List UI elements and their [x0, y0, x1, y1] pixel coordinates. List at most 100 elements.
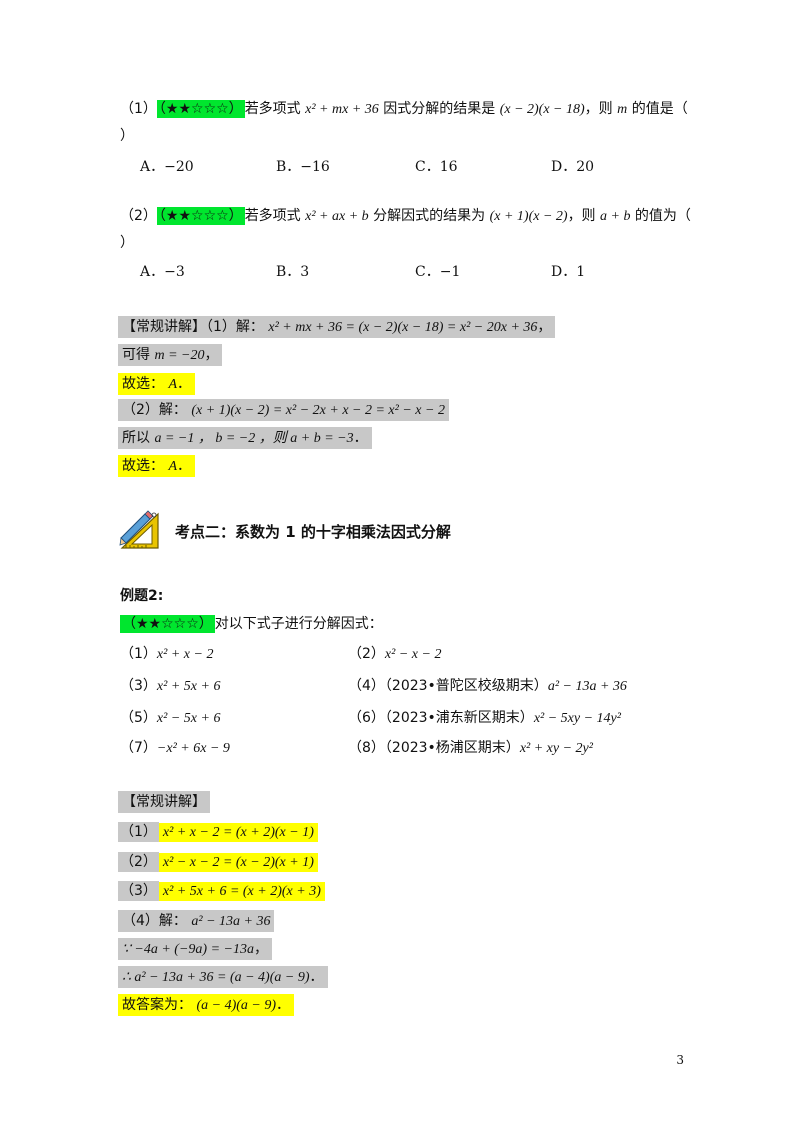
solution-label: 【常规讲解】 [122, 794, 206, 810]
item-source: （2023•杨浦区期末） [384, 740, 520, 756]
item-number: （2） [118, 852, 159, 872]
solution-line-5: 所以 a = −1 ， b = −2 ，则 a + b = −3． [118, 427, 372, 449]
answer-line-1: （1）x² + x − 2 = (x + 2)(x − 1) [118, 821, 318, 843]
answer-line-2: （2）x² − x − 2 = (x − 2)(x + 1) [118, 851, 318, 873]
punct: ． [177, 458, 192, 474]
stem-text: 若多项式 [244, 101, 301, 117]
stem-text: 因式分解的结果是 [383, 101, 496, 117]
answer-line-4: （4）解： a² − 13a + 36 [118, 910, 275, 932]
item-number: （5） [120, 710, 157, 726]
exercise-item-2: （2）x² − x − 2 [348, 643, 441, 663]
solution-label: （4）解： [122, 913, 187, 929]
question-2-close: ） [120, 235, 134, 251]
solution-label: 【常规讲解】（1）解： [122, 319, 264, 335]
item-number: （4） [348, 678, 385, 694]
exercise-item-6: （6）（2023•浦东新区期末）x² − 5xy − 14y² [348, 707, 621, 727]
answer-line-5: ∵ −4a + (−9a) = −13a， [118, 938, 272, 960]
expression: (x + 1)(x − 2) [489, 209, 568, 224]
option-d: D．1 [551, 264, 586, 280]
expression: ∴ a² − 13a + 36 = (a − 4)(a − 9) [122, 970, 310, 985]
item-source: （2023•普陀区校级期末） [384, 678, 548, 694]
stem-text: ，则 [567, 208, 596, 224]
page-number: 3 [676, 1053, 684, 1067]
exercise-item-3: （3）x² + 5x + 6 [120, 675, 220, 695]
expression: x² + x − 2 [156, 647, 214, 662]
answer-value: A [168, 459, 178, 474]
solution-line-2: 可得 m = −20， [118, 344, 223, 366]
answer-value: (a − 4)(a − 9) [196, 998, 276, 1013]
stem-text: 的值为（ [634, 208, 691, 224]
expression: (x + 1)(x − 2) = x² − 2x + x − 2 = x² − … [191, 403, 445, 418]
solution-text: 所以 [122, 430, 150, 446]
punct: ， [253, 941, 268, 957]
example-instruction: （★★☆☆☆）对以下式子进行分解因式： [120, 613, 383, 633]
solution-line-4: （2）解： (x + 1)(x − 2) = x² − 2x + x − 2 =… [118, 399, 449, 421]
solution-line-6: 故选： A． [118, 455, 196, 477]
exercise-item-4: （4）（2023•普陀区校级期末）a² − 13a + 36 [348, 675, 627, 695]
expression: x² + mx + 36 = (x − 2)(x − 18) = x² − 20… [268, 320, 538, 335]
expression: x² + ax + b [305, 209, 369, 224]
stem-text: ，则 [584, 101, 613, 117]
variable: m [617, 102, 628, 117]
variable: a + b [600, 209, 631, 224]
section-title: 考点二：系数为 1 的十字相乘法因式分解 [175, 523, 451, 541]
item-number: （3） [118, 881, 159, 901]
exercise-item-1: （1）x² + x − 2 [120, 643, 213, 663]
example-title: 例题2: [120, 588, 164, 604]
expression: x² − 5xy − 14y² [533, 711, 621, 726]
punct: ． [177, 376, 192, 392]
answer-label: 故选： [122, 376, 164, 392]
expression: a² − 13a + 36 [191, 914, 271, 929]
option-a: A．−20 [140, 159, 194, 175]
answer-label: 故答案为： [122, 997, 192, 1013]
expression: x² − x − 2 [384, 647, 442, 662]
question-1-close: ） [120, 128, 134, 144]
difficulty-stars: （★★☆☆☆） [120, 615, 215, 633]
answer-line-6: ∴ a² − 13a + 36 = (a − 4)(a − 9)． [118, 966, 328, 988]
exercise-item-7: （7）−x² + 6x − 9 [120, 737, 230, 757]
expression: x² + mx + 36 [305, 102, 379, 117]
item-number: （3） [120, 678, 157, 694]
option-c: C．16 [415, 159, 458, 175]
answer-line-7: 故答案为： (a − 4)(a − 9)． [118, 994, 294, 1016]
item-number: （1） [120, 646, 157, 662]
ruler-pencil-icon [118, 508, 162, 552]
item-number: （7） [120, 740, 157, 756]
solution-label: （2）解： [122, 402, 187, 418]
difficulty-stars: （★★☆☆☆） [156, 100, 245, 118]
punct: ． [309, 969, 324, 985]
solution-line-3: 故选： A． [118, 373, 196, 395]
punct: ． [353, 430, 368, 446]
expression: x² + x − 2 = (x + 2)(x − 1) [158, 823, 318, 842]
solution-text: 可得 [122, 347, 150, 363]
solution-line-1: 【常规讲解】（1）解： x² + mx + 36 = (x − 2)(x − 1… [118, 316, 556, 338]
question-number: （2） [120, 208, 157, 224]
punct: ， [204, 347, 219, 363]
item-number: （2） [348, 646, 385, 662]
exercise-item-8: （8）（2023•杨浦区期末）x² + xy − 2y² [348, 737, 593, 757]
expression: (x − 2)(x − 18) [499, 102, 585, 117]
option-b: B．−16 [276, 159, 330, 175]
question-2-stem: （2）（★★☆☆☆）若多项式 x² + ax + b 分解因式的结果为 (x +… [120, 205, 691, 225]
option-c: C．−1 [415, 264, 461, 280]
instruction-text: 对以下式子进行分解因式： [214, 616, 383, 632]
item-number: （6） [348, 710, 385, 726]
expression: a² − 13a + 36 [547, 679, 627, 694]
punct: ， [537, 319, 552, 335]
expression: ∵ −4a + (−9a) = −13a [122, 942, 254, 957]
option-b: B．3 [276, 264, 310, 280]
question-number: （1） [120, 101, 157, 117]
answer-line-3: （3）x² + 5x + 6 = (x + 2)(x + 3) [118, 880, 325, 902]
expression: m = −20 [154, 348, 205, 363]
expression: a = −1 ， b = −2 ，则 a + b = −3 [154, 431, 354, 446]
question-1-stem: （1）（★★☆☆☆）若多项式 x² + mx + 36 因式分解的结果是 (x … [120, 98, 688, 118]
solution-header: 【常规讲解】 [118, 791, 210, 813]
expression: x² − x − 2 = (x − 2)(x + 1) [158, 853, 318, 872]
option-a: A．−3 [140, 264, 185, 280]
expression: x² + 5x + 6 = (x + 2)(x + 3) [158, 882, 325, 901]
difficulty-stars: （★★☆☆☆） [156, 207, 245, 225]
expression: x² + 5x + 6 [156, 679, 221, 694]
item-number: （8） [348, 740, 385, 756]
item-number: （1） [118, 822, 159, 842]
item-source: （2023•浦东新区期末） [384, 710, 534, 726]
